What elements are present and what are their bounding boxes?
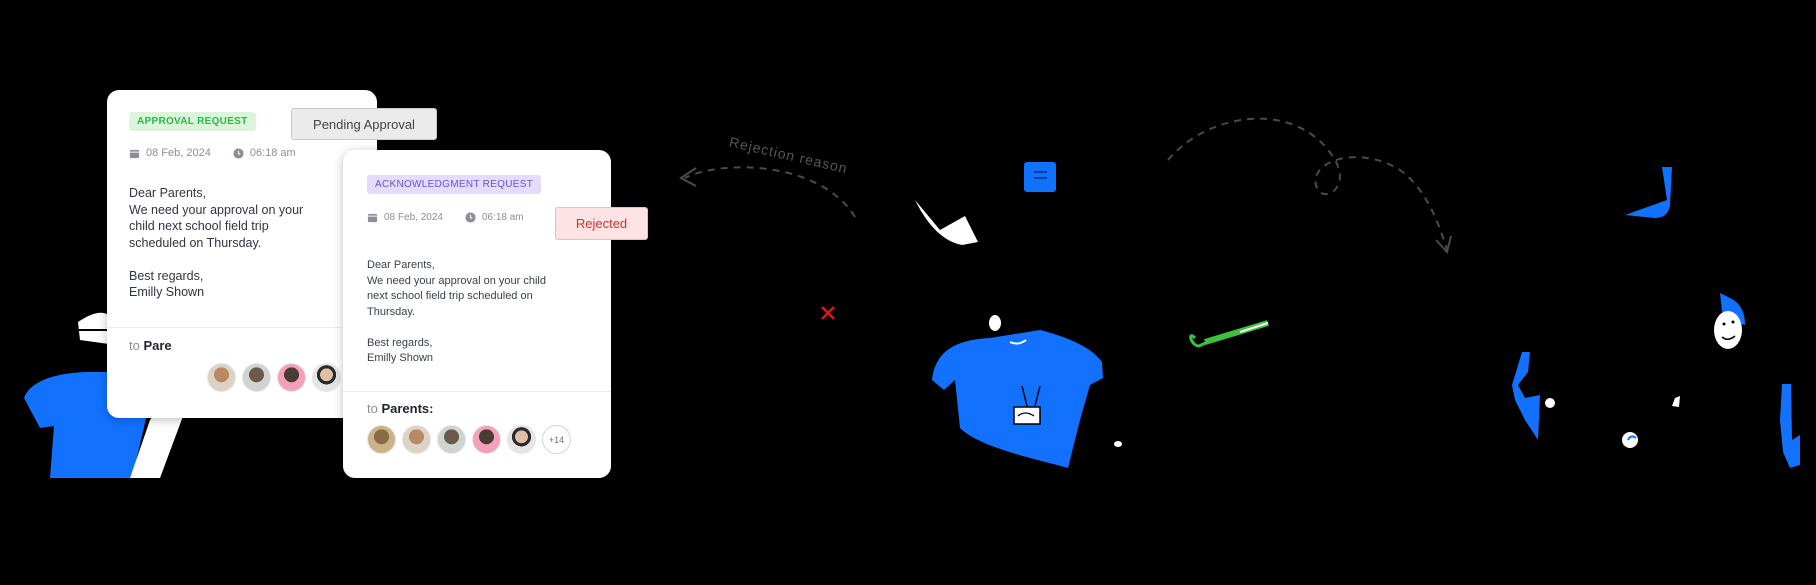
avatar[interactable]	[242, 363, 271, 392]
calendar-icon	[129, 149, 140, 158]
acknowledgment-request-badge: ACKNOWLEDGMENT REQUEST	[367, 175, 542, 194]
approval-message: Dear Parents, We need your approval on y…	[129, 186, 304, 299]
avatar[interactable]	[277, 363, 306, 392]
avatar[interactable]	[312, 363, 341, 392]
rejected-status: Rejected	[555, 207, 648, 240]
approval-date: 08 Feb, 2024	[146, 147, 211, 159]
calendar-icon	[367, 213, 378, 223]
avatar[interactable]	[367, 425, 396, 454]
ack-date: 08 Feb, 2024	[384, 212, 443, 223]
rejection-arrow	[684, 166, 856, 218]
avatar[interactable]	[437, 425, 466, 454]
manager-figure	[932, 315, 1122, 468]
more-recipients[interactable]: +14	[542, 425, 571, 454]
check-icon	[1189, 320, 1269, 348]
cross-icon	[821, 306, 835, 320]
ack-message: Dear Parents, We need your approval on y…	[367, 259, 546, 364]
ack-recipients-target: Parents:	[381, 401, 434, 416]
loop-arrow	[1167, 117, 1448, 251]
paper-icon	[915, 200, 978, 245]
pending-approval-status: Pending Approval	[291, 108, 437, 140]
ack-avatars: +14	[367, 425, 571, 454]
avatar[interactable]	[472, 425, 501, 454]
avatar[interactable]	[207, 363, 236, 392]
approval-time: 06:18 am	[249, 147, 296, 159]
approval-recipients-target: Pare	[143, 338, 172, 353]
approval-divider	[107, 327, 377, 328]
rejection-arrowhead	[679, 167, 697, 187]
approval-request-badge: APPROVAL REQUEST	[129, 112, 256, 131]
clock-icon	[233, 147, 244, 159]
approval-datetime: 08 Feb, 2024 06:18 am	[129, 147, 296, 159]
approval-request-card[interactable]: APPROVAL REQUEST 08 Feb, 2024 06:18 am D…	[107, 90, 377, 418]
loop-arrowhead	[1435, 235, 1452, 255]
avatar[interactable]	[507, 425, 536, 454]
ack-time: 06:18 am	[481, 212, 524, 223]
ack-datetime: 08 Feb, 2024 06:18 am	[367, 212, 524, 223]
avatar[interactable]	[402, 425, 431, 454]
acknowledgment-request-card[interactable]: ACKNOWLEDGMENT REQUEST 08 Feb, 2024 06:1…	[343, 150, 611, 478]
approval-avatars	[207, 363, 376, 392]
parent-figure	[1512, 167, 1800, 468]
ack-divider	[343, 391, 611, 392]
clock-icon	[465, 212, 476, 223]
approval-recipients-label: to Pare	[129, 338, 172, 353]
ack-recipients-label: to Parents:	[367, 401, 434, 416]
